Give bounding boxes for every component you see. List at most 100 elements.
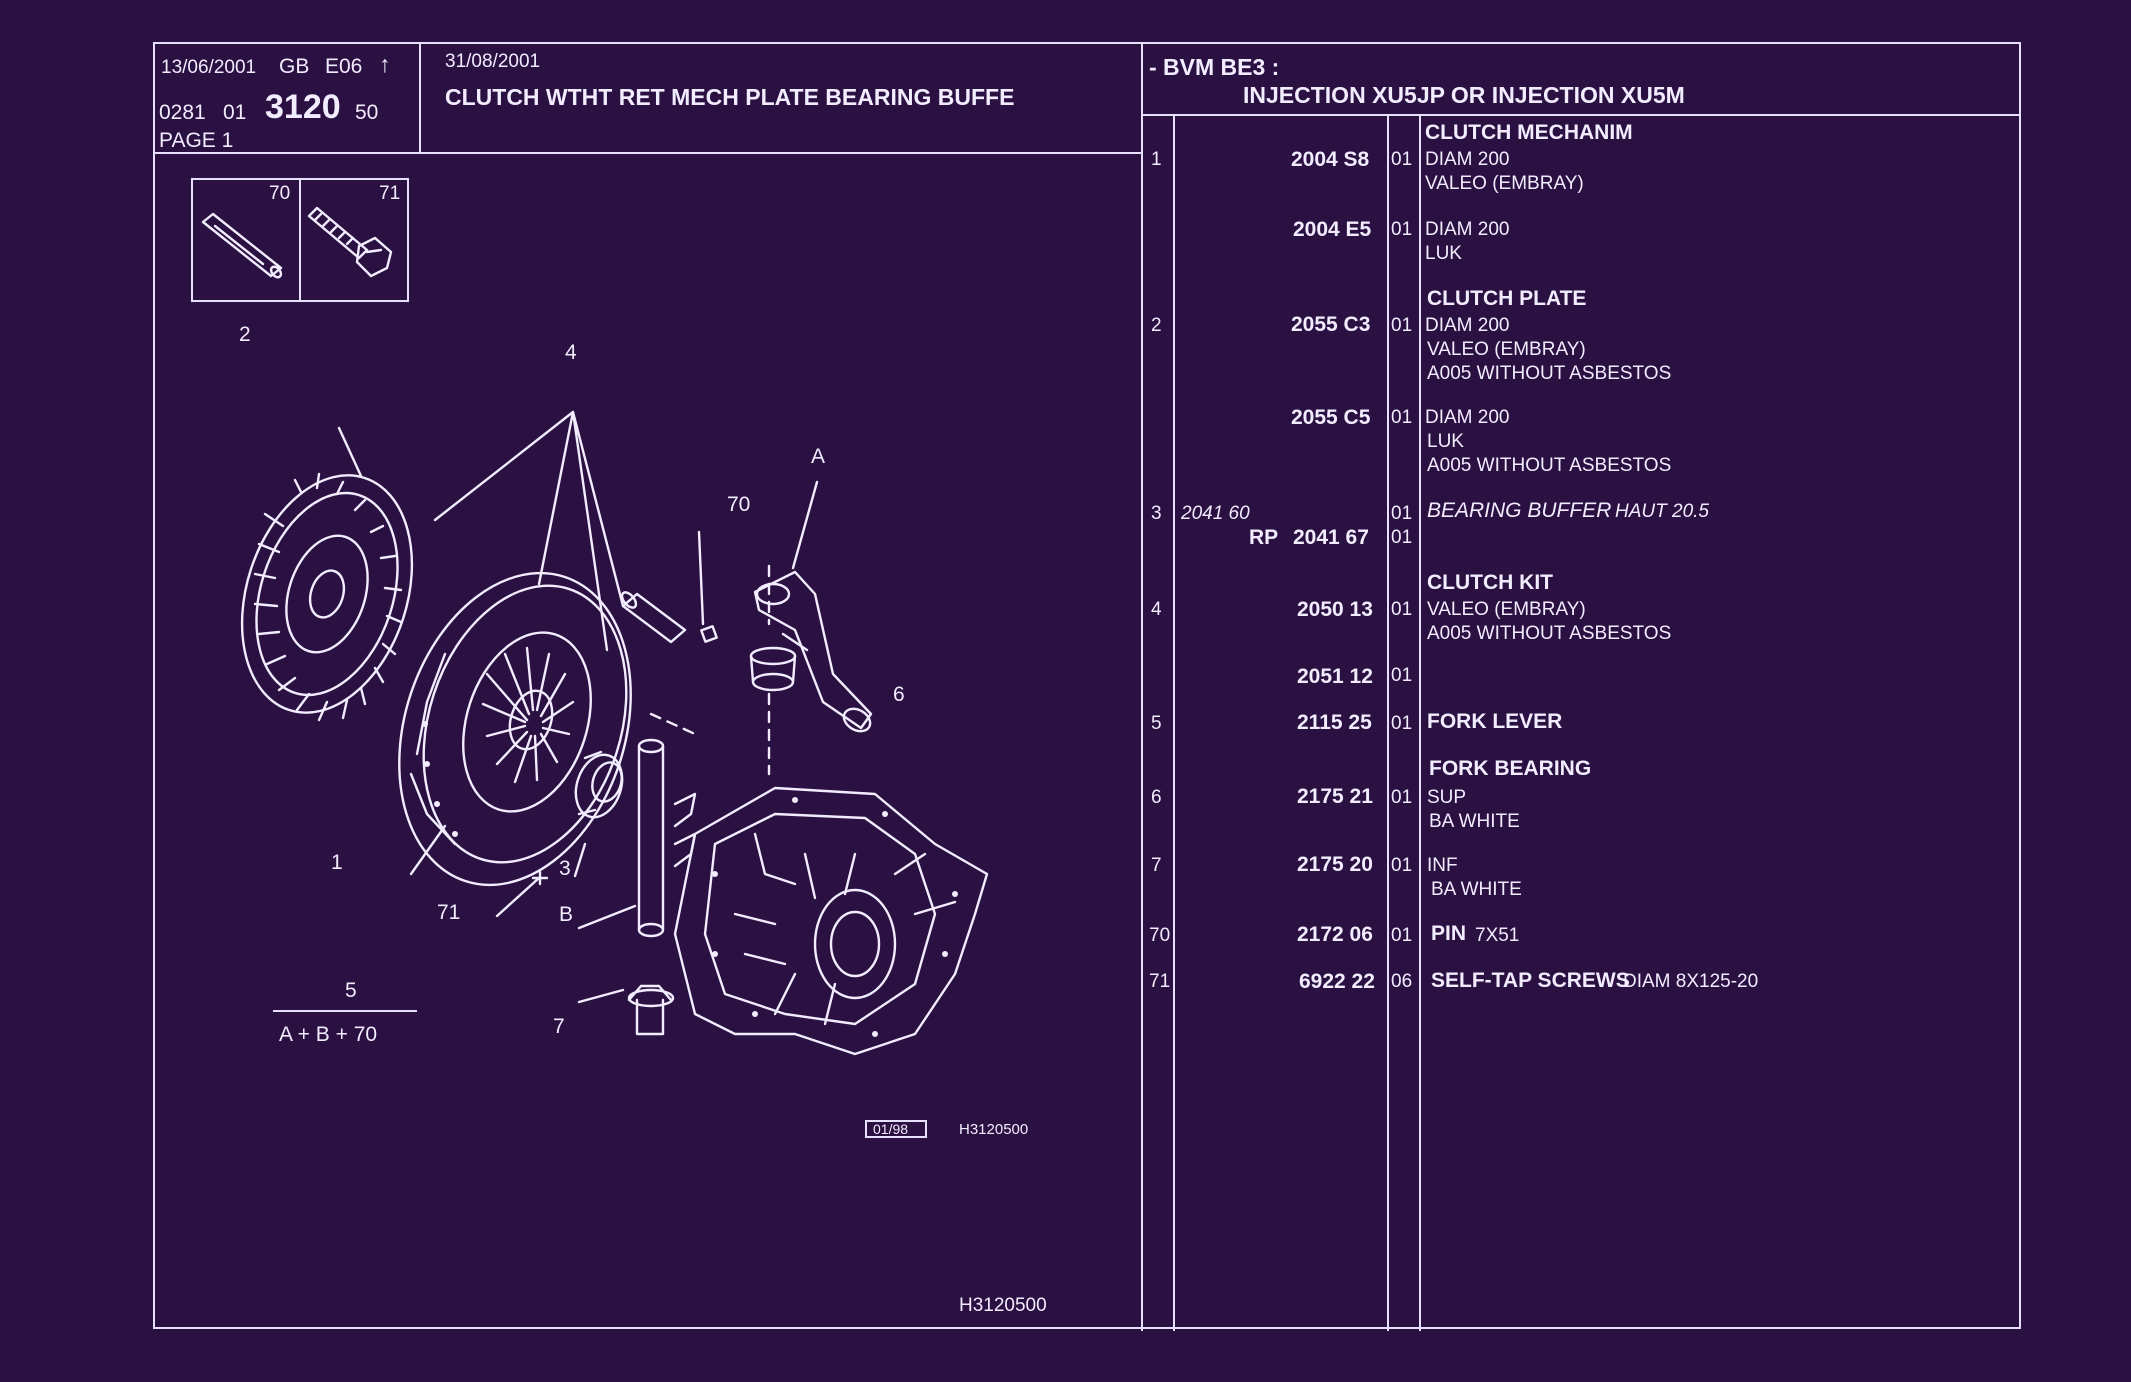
superseded-reference: 2041 60 bbox=[1181, 503, 1250, 524]
col-divider-2 bbox=[1387, 114, 1389, 1331]
part-desc-line: VALEO (EMBRAY) bbox=[1427, 339, 1586, 360]
part-desc-line: INF bbox=[1427, 855, 1458, 876]
issue-date: 13/06/2001 bbox=[161, 57, 257, 78]
part-reference: 2051 12 bbox=[1297, 665, 1373, 688]
part-group-title: CLUTCH PLATE bbox=[1427, 287, 1587, 310]
figure-ref: H3120500 bbox=[959, 1121, 1029, 1138]
item-index: 71 bbox=[1149, 971, 1171, 992]
part-quantity: 01 bbox=[1391, 599, 1413, 620]
screw-icon bbox=[307, 206, 393, 278]
part-desc-line: A005 WITHOUT ASBESTOS bbox=[1427, 363, 1672, 384]
part-reference: 2115 25 bbox=[1297, 711, 1372, 734]
part-reference: 2041 67 bbox=[1293, 526, 1369, 549]
part-desc-tail: DIAM 8X125-20 bbox=[1623, 971, 1759, 992]
clutch-plate bbox=[240, 472, 414, 722]
part-quantity: 01 bbox=[1391, 315, 1413, 336]
ref-suffix: 50 bbox=[355, 101, 379, 124]
ref-prefix: 0281 bbox=[159, 101, 206, 124]
part-desc-line: A005 WITHOUT ASBESTOS bbox=[1427, 623, 1672, 644]
header-divider-right bbox=[1141, 114, 2021, 116]
part-desc-line: BA WHITE bbox=[1431, 879, 1522, 900]
guide-tube bbox=[637, 738, 697, 938]
figure-date-box: 01/98 bbox=[865, 1120, 927, 1138]
part-desc-tail: 7X51 bbox=[1475, 925, 1520, 946]
part-quantity: 01 bbox=[1391, 527, 1413, 548]
part-reference: 2055 C5 bbox=[1291, 406, 1371, 429]
leader-lines bbox=[337, 410, 819, 1004]
panel-divider bbox=[1141, 44, 1143, 1331]
callout-label: B bbox=[559, 903, 574, 926]
clutch-exploded-view bbox=[240, 410, 989, 1056]
language-code: GB bbox=[279, 55, 310, 78]
callout-label: 7 bbox=[553, 1015, 565, 1038]
gearbox-housing bbox=[673, 786, 989, 1056]
part-quantity: 01 bbox=[1391, 925, 1413, 946]
fork-bearing-inf bbox=[627, 984, 675, 1036]
part-quantity: 01 bbox=[1391, 665, 1413, 686]
part-desc-line: DIAM 200 bbox=[1425, 219, 1510, 240]
part-desc-line: VALEO (EMBRAY) bbox=[1425, 173, 1584, 194]
bottom-ref: H3120500 bbox=[959, 1295, 1047, 1316]
figure-date-ref: 01/98 bbox=[873, 1121, 909, 1137]
part-desc-line: DIAM 200 bbox=[1425, 315, 1510, 336]
callout-label: A bbox=[811, 445, 826, 468]
part-quantity: 01 bbox=[1391, 855, 1413, 876]
part-reference: 2055 C3 bbox=[1291, 313, 1371, 336]
parts-sheet: 13/06/2001 GB E06 ↑ 0281 01 3120 50 PAGE… bbox=[153, 42, 2021, 1331]
fork-lever bbox=[753, 570, 873, 733]
header-divider-left bbox=[155, 152, 1143, 154]
item-index: 6 bbox=[1151, 787, 1162, 808]
bearing-buffer bbox=[574, 750, 624, 819]
part-reference: 2004 S8 bbox=[1291, 148, 1370, 171]
application-line-1: - BVM BE3 : bbox=[1149, 54, 1280, 80]
item-index: 4 bbox=[1151, 599, 1162, 620]
part-reference: 2175 21 bbox=[1297, 785, 1373, 808]
replacement-prefix: RP bbox=[1249, 526, 1279, 549]
application-line-2: INJECTION XU5JP OR INJECTION XU5M bbox=[1243, 82, 1685, 108]
callout-label: 3 bbox=[559, 857, 571, 880]
item-index: 5 bbox=[1151, 713, 1162, 734]
item-index: 3 bbox=[1151, 503, 1162, 524]
part-reference: 6922 22 bbox=[1299, 970, 1375, 993]
item-index: 70 bbox=[1149, 925, 1171, 946]
page-title: CLUTCH WTHT RET MECH PLATE BEARING BUFFE bbox=[445, 84, 1015, 110]
callout-label: 71 bbox=[437, 901, 461, 924]
item-index: 7 bbox=[1151, 855, 1162, 876]
part-desc-line: A005 WITHOUT ASBESTOS bbox=[1427, 455, 1672, 476]
part-quantity: 01 bbox=[1391, 149, 1413, 170]
part-reference: 2175 20 bbox=[1297, 853, 1373, 876]
kit-formula-bar bbox=[273, 1010, 417, 1012]
part-desc-line: DIAM 200 bbox=[1425, 407, 1510, 428]
arrow-up-icon: ↑ bbox=[379, 51, 391, 77]
pin-70-small bbox=[700, 625, 718, 643]
part-desc-line: DIAM 200 bbox=[1425, 149, 1510, 170]
pressure-plate bbox=[398, 571, 632, 887]
inset-box: 70 71 bbox=[191, 178, 409, 302]
part-quantity: 01 bbox=[1391, 407, 1413, 428]
part-quantity: 01 bbox=[1391, 219, 1413, 240]
part-desc-line: LUK bbox=[1425, 243, 1462, 264]
header-divider-left-v bbox=[419, 44, 421, 154]
part-group-title: FORK LEVER bbox=[1427, 710, 1563, 733]
part-desc-line: VALEO (EMBRAY) bbox=[1427, 599, 1586, 620]
col-divider-1 bbox=[1173, 114, 1175, 1331]
part-desc-line: BA WHITE bbox=[1429, 811, 1520, 832]
part-group-title: PIN bbox=[1431, 922, 1467, 945]
ref-sub: 01 bbox=[223, 101, 247, 124]
kit-formula: A + B + 70 bbox=[279, 1023, 378, 1046]
part-reference: 2004 E5 bbox=[1293, 218, 1372, 241]
part-group-title: CLUTCH MECHANIM bbox=[1425, 121, 1633, 144]
callout-label: 4 bbox=[565, 341, 577, 364]
part-desc-line: LUK bbox=[1427, 431, 1464, 452]
part-group-title: SELF-TAP SCREWS bbox=[1431, 969, 1630, 992]
part-reference: 2172 06 bbox=[1297, 923, 1373, 946]
callout-label: 2 bbox=[239, 323, 251, 346]
ref-main: 3120 bbox=[265, 88, 341, 126]
part-quantity: 01 bbox=[1391, 503, 1413, 524]
inset-label: 71 bbox=[379, 183, 401, 204]
pin bbox=[620, 591, 687, 644]
part-quantity: 01 bbox=[1391, 787, 1413, 808]
col-divider-3 bbox=[1419, 114, 1421, 1331]
inset-divider bbox=[299, 180, 301, 300]
part-quantity: 01 bbox=[1391, 713, 1413, 734]
